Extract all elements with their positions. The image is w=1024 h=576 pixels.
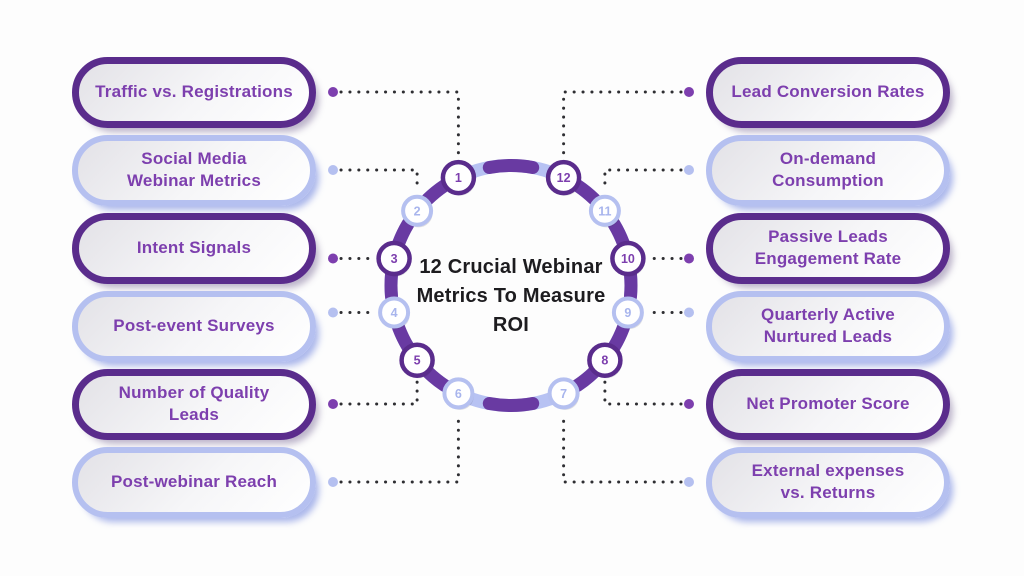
node-circle-9 xyxy=(611,296,644,329)
node-number: 12 xyxy=(557,171,571,185)
metric-pill-right-2: On-demand Consumption xyxy=(706,134,950,206)
connector-start-dot xyxy=(328,307,338,318)
connector-start-dot xyxy=(684,165,694,175)
node-circle-6 xyxy=(442,377,475,410)
ring-dash xyxy=(392,217,415,250)
connector-start-dot xyxy=(328,165,338,175)
node-circle-3 xyxy=(376,240,412,277)
ring-dash xyxy=(421,365,451,392)
node-circle-2 xyxy=(401,194,434,227)
node-circle-10 xyxy=(610,240,646,277)
connector-start-dot xyxy=(684,253,694,264)
node-circle-5 xyxy=(399,342,435,378)
node-circle-4 xyxy=(378,296,411,329)
metric-pill-label: Number of Quality Leads xyxy=(118,382,270,424)
metric-pill-right-1: Lead Conversion Rates xyxy=(706,56,950,128)
ring-dash xyxy=(571,365,601,392)
node-number: 8 xyxy=(601,354,608,368)
metric-pill-right-4: Quarterly Active Nurtured Leads xyxy=(706,290,950,362)
metric-pill-label: Net Promoter Score xyxy=(746,393,910,413)
node-number: 2 xyxy=(414,204,421,218)
node-number: 7 xyxy=(560,387,567,401)
node-circle-8 xyxy=(587,342,623,378)
connectors xyxy=(328,87,694,487)
connector-start-dot xyxy=(328,87,338,97)
connector-start-dot xyxy=(328,253,338,264)
diagram-title: 12 Crucial Webinar Metrics To Measure RO… xyxy=(416,256,606,336)
metric-pill-label: Quarterly Active Nurtured Leads xyxy=(761,304,895,346)
metric-pill-left-1: Traffic vs. Registrations xyxy=(72,56,316,128)
metric-pill-left-4: Post-event Surveys xyxy=(72,290,316,362)
metric-pill-label: Social Media Webinar Metrics xyxy=(126,148,261,190)
ring-dash xyxy=(571,179,601,206)
connector-line xyxy=(339,168,419,193)
metric-pill-label: Traffic vs. Registrations xyxy=(95,81,293,101)
connector-line xyxy=(339,90,460,158)
metric-pill-label: On-demand Consumption xyxy=(772,148,884,190)
connector-line xyxy=(603,168,683,193)
node-number: 11 xyxy=(598,204,611,218)
connector-line xyxy=(603,380,683,406)
metric-pill-label: Intent Signals xyxy=(136,237,252,257)
connector-start-dot xyxy=(684,477,694,487)
node-circle-1 xyxy=(440,159,477,196)
metric-pill-label: Post-event Surveys xyxy=(113,315,275,335)
metric-pill-left-2: Social Media Webinar Metrics xyxy=(72,134,316,206)
ring-dash xyxy=(482,159,540,174)
metric-pill-left-6: Post-webinar Reach xyxy=(72,446,316,518)
node-number: 4 xyxy=(391,306,398,320)
metric-pill-label: Post-webinar Reach xyxy=(110,471,278,491)
connector-start-dot xyxy=(684,307,694,318)
node-number: 5 xyxy=(414,354,421,368)
connector-start-dot xyxy=(328,477,338,487)
node-circle-12 xyxy=(545,159,582,196)
metric-pill-label: External expenses vs. Returns xyxy=(751,460,905,502)
ring-dash xyxy=(482,397,540,412)
metric-pill-label: Passive Leads Engagement Rate xyxy=(754,226,902,268)
node-circle-7 xyxy=(547,377,580,410)
metric-pill-right-5: Net Promoter Score xyxy=(706,368,950,440)
metric-pill-right-6: External expenses vs. Returns xyxy=(706,446,950,518)
ring-dash xyxy=(607,217,630,250)
metric-pill-left-5: Number of Quality Leads xyxy=(72,368,316,440)
connector-line xyxy=(339,411,460,484)
connector-line xyxy=(562,411,683,484)
ring-dash xyxy=(421,179,451,206)
connector-line xyxy=(562,90,683,158)
node-number: 9 xyxy=(624,306,631,320)
connector-start-dot xyxy=(684,399,694,409)
connector-start-dot xyxy=(684,87,694,97)
node-number: 3 xyxy=(391,252,398,266)
connector-start-dot xyxy=(328,399,338,409)
node-number: 1 xyxy=(455,171,462,185)
connector-line xyxy=(339,380,419,406)
node-number: 6 xyxy=(455,387,462,401)
metric-pill-label: Lead Conversion Rates xyxy=(731,81,925,101)
node-circle-11 xyxy=(588,194,621,227)
metric-pill-left-3: Intent Signals xyxy=(72,212,316,284)
node-number: 10 xyxy=(621,252,635,266)
metric-pill-right-3: Passive Leads Engagement Rate xyxy=(706,212,950,284)
